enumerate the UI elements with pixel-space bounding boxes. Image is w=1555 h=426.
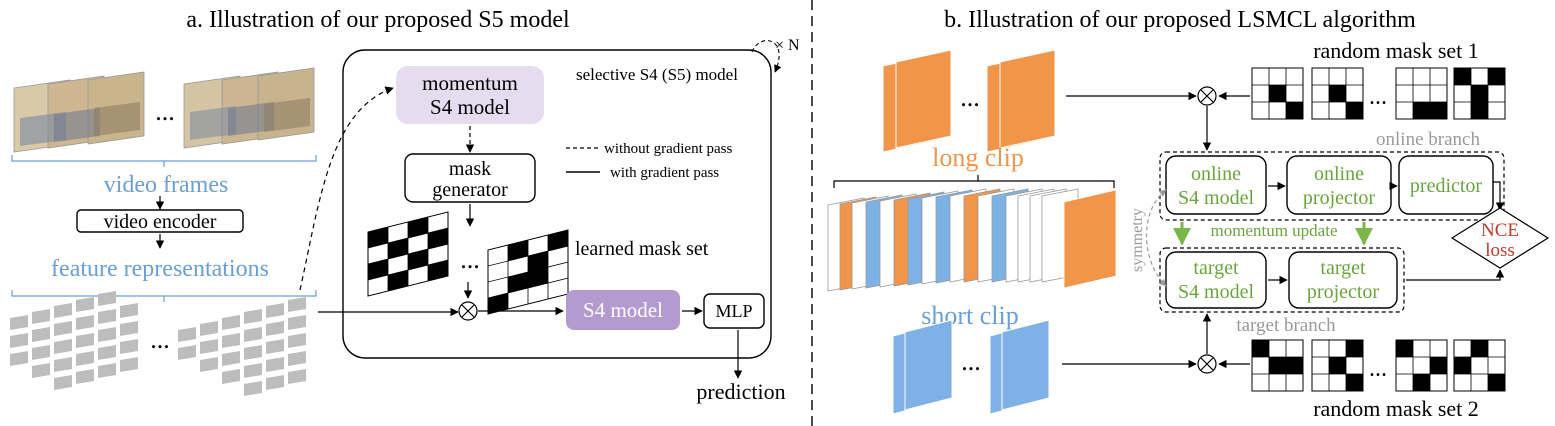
repeat-n-label: × N — [775, 37, 800, 54]
online-projector-label-1: online — [1314, 163, 1364, 185]
panel-b-title: b. Illustration of our proposed LSMCL al… — [944, 7, 1416, 33]
random-mask-2d — [1453, 339, 1506, 392]
features-brace — [11, 290, 317, 302]
mask1-ellipsis: ... — [1369, 84, 1387, 110]
mask-generator-label-1: mask — [449, 158, 491, 180]
long-clip-frames-right — [986, 49, 1056, 153]
target-projector-label-2: projector — [1307, 281, 1380, 303]
target-s4-label-1: target — [1193, 257, 1239, 279]
feature-tiles-right — [178, 297, 306, 396]
online-s4-label-1: online — [1191, 163, 1241, 185]
short-clip-brace — [833, 175, 1115, 188]
momentum-s4-label-2: S4 model — [430, 95, 510, 119]
random-mask-1a — [1251, 67, 1304, 120]
frames-brace — [11, 155, 317, 167]
legend-without-label: without gradient pass — [604, 141, 732, 157]
video-encoder-box — [76, 209, 244, 233]
features-to-momentum-dashed-arrow — [299, 86, 394, 291]
short-clip-frames-right — [989, 319, 1050, 415]
learned-mask-set-label: learned mask set — [575, 238, 709, 260]
random-mask-2b — [1311, 339, 1364, 392]
predictor-label: predictor — [1410, 175, 1483, 197]
momentum-update-label: momentum update — [1210, 221, 1337, 240]
panel-a-title: a. Illustration of our proposed S5 model — [186, 7, 570, 33]
panel-b: b. Illustration of our proposed LSMCL al… — [827, 7, 1550, 421]
multiply-cross — [461, 304, 475, 318]
predictor-to-nce-arrow — [1493, 181, 1505, 211]
online-branch-label: online branch — [1376, 129, 1480, 150]
target-s4-label-2: S4 model — [1178, 281, 1255, 303]
mask-generator-label-2: generator — [432, 179, 508, 201]
long-clip-ellipsis: ... — [960, 83, 980, 112]
symmetry-arrow — [1146, 189, 1167, 287]
random-mask-set-2-label: random mask set 2 — [1313, 396, 1479, 421]
online-s4-box — [1165, 155, 1267, 215]
random-mask-2a — [1251, 339, 1304, 392]
s4-model-label: S4 model — [583, 298, 663, 322]
feature-representations-label: feature representations — [51, 256, 269, 282]
long-clip-label: long clip — [932, 143, 1024, 172]
selective-s4-label: selective S4 (S5) model — [576, 65, 738, 84]
momentum-s4-box — [396, 66, 544, 124]
learned-mask-right — [487, 229, 569, 315]
target-projector-label-1: target — [1320, 257, 1366, 279]
symmetry-label: symmetry — [1129, 208, 1146, 272]
target-projector-box — [1288, 251, 1398, 309]
target-branch-label: target branch — [1236, 315, 1336, 336]
mlp-label: MLP — [715, 301, 752, 321]
random-mask-set-1-label: random mask set 1 — [1313, 38, 1479, 63]
target-projector-to-nce-arrow — [1406, 269, 1505, 281]
video-frames-label: video frames — [104, 172, 229, 198]
short-clip-ellipsis: ... — [961, 347, 981, 376]
s5-model-container — [342, 49, 772, 359]
video-encoder-label: video encoder — [104, 211, 217, 233]
random-mask-1b — [1311, 67, 1364, 120]
online-projector-label-2: projector — [1303, 187, 1376, 209]
random-mask-2c — [1395, 339, 1448, 392]
prediction-label: prediction — [696, 379, 785, 404]
nce-loss-label-2: loss — [1485, 240, 1515, 261]
random-mask-1c — [1395, 67, 1448, 120]
random-mask-1d — [1453, 67, 1506, 120]
short-clip-stack — [827, 188, 1117, 292]
momentum-s4-label-1: momentum — [422, 71, 518, 95]
mlp-box — [703, 293, 765, 329]
feature-tiles-left — [10, 291, 138, 390]
online-s4-label-2: S4 model — [1178, 187, 1255, 209]
multiply-top-cross — [1200, 89, 1214, 103]
features-ellipsis: ... — [150, 325, 170, 354]
multiply-bottom-cross — [1200, 357, 1214, 371]
masks-ellipsis: ... — [460, 245, 480, 274]
nce-loss-label-1: NCE — [1481, 220, 1519, 241]
long-clip-frames-left — [882, 49, 952, 153]
mask-generator-box — [404, 153, 536, 203]
nce-loss-diamond — [1450, 207, 1550, 269]
mask2-ellipsis: ... — [1369, 356, 1387, 382]
predictor-box — [1398, 155, 1494, 215]
short-clip-frames-left — [892, 319, 953, 415]
frames-ellipsis: ... — [155, 97, 175, 126]
video-frames-right — [183, 67, 315, 149]
video-frames-left — [13, 71, 145, 153]
legend-with-label: with gradient pass — [610, 165, 719, 181]
s4-model-box — [566, 290, 680, 330]
panel-a: a. Illustration of our proposed S5 model… — [10, 7, 800, 404]
learned-mask-left — [367, 211, 449, 297]
